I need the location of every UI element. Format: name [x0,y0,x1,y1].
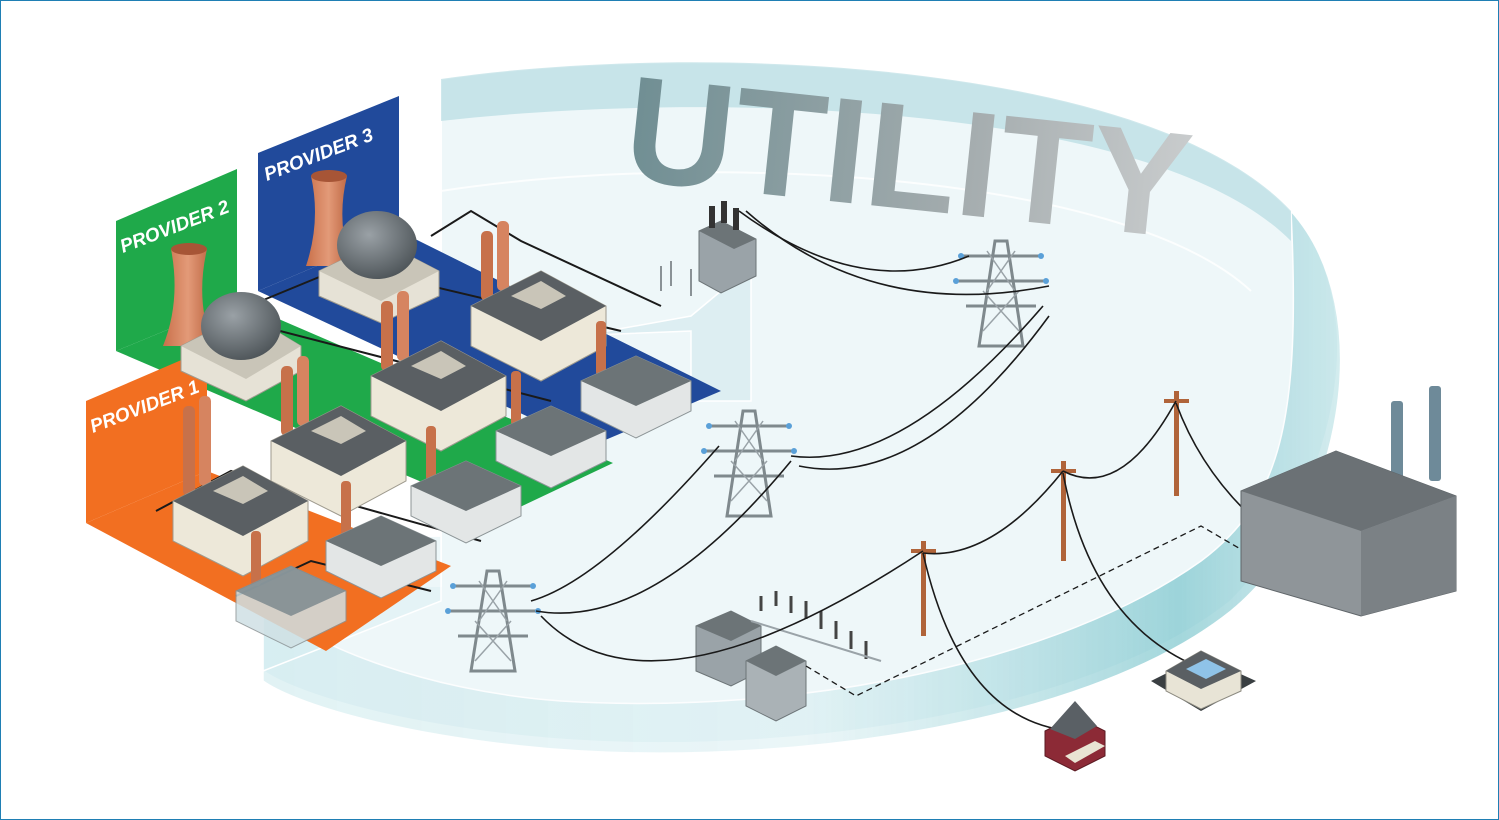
cooling-tower-icon [163,244,213,346]
house-icon [1044,701,1106,772]
transformer-icon [660,201,757,296]
transmission-towers [445,239,1049,673]
commercial-building-icon [1151,650,1256,711]
gas-plant-icon [235,531,347,649]
power-plant-group [172,221,607,577]
gas-plant-icon [410,426,522,544]
power-plant-icon [470,221,607,382]
power-plant-icon [370,291,507,452]
transmission-tower-icon [445,569,541,673]
gas-plant-icon [325,481,437,599]
transmission-tower-icon [953,239,1049,348]
reactor-dome-icon [201,292,281,360]
power-plant-icon [172,396,309,577]
gas-plant-icon [580,321,692,439]
underground-lines [805,525,1262,697]
utility-pole-icon [911,541,936,636]
factory-icon [1240,386,1457,617]
gas-plant-group [235,321,692,649]
gas-plant-icon [495,371,607,489]
power-lines [530,210,1257,732]
power-plant-icon [270,356,407,517]
transmission-tower-icon [701,409,797,518]
reactor-dome-icon [337,211,417,279]
utility-pole-icon [1164,391,1189,496]
provider-2-nuclear-plant [163,243,302,402]
